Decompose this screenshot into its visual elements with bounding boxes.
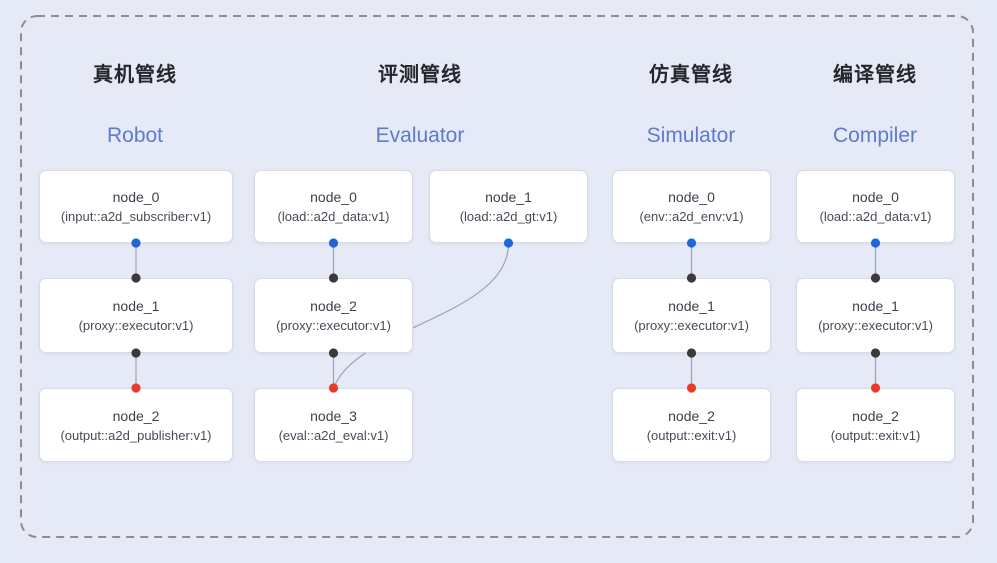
node-compiler-node_0: node_0 (load::a2d_data:v1) xyxy=(796,170,955,243)
pipeline-title-en: Compiler xyxy=(832,124,918,147)
dashed-frame-border xyxy=(20,15,974,538)
header-robot: 真机管线 Robot xyxy=(25,62,245,150)
node-type: (output::exit:v1) xyxy=(646,427,737,443)
node-type: (proxy::executor:v1) xyxy=(276,318,391,333)
pipeline-title-en: Simulator xyxy=(646,124,736,147)
node-type: (proxy::executor:v1) xyxy=(634,318,749,333)
node-name: node_0 xyxy=(310,189,357,205)
pipeline-title-en: Evaluator xyxy=(375,124,465,147)
node-name: node_0 xyxy=(112,189,160,205)
node-robot-node_1: node_1 (proxy::executor:v1) xyxy=(39,278,233,353)
node-name: node_2 xyxy=(668,407,715,424)
node-robot-node_2: node_2 (output::a2d_publisher:v1) xyxy=(39,388,233,462)
node-type: (env::a2d_env:v1) xyxy=(639,209,744,224)
node-name: node_0 xyxy=(668,189,715,205)
node-type: (input::a2d_subscriber:v1) xyxy=(60,209,212,224)
pipeline-title-zh: 仿真管线 xyxy=(649,64,733,86)
node-type: (eval::a2d_eval:v1) xyxy=(278,427,389,443)
node-simulator-node_1: node_1 (proxy::executor:v1) xyxy=(612,278,771,353)
header-compiler: 编译管线 Compiler xyxy=(765,62,985,150)
pipeline-title-en: Robot xyxy=(106,124,164,147)
node-compiler-node_2: node_2 (output::exit:v1) xyxy=(796,388,955,462)
node-compiler-node_1: node_1 (proxy::executor:v1) xyxy=(796,278,955,353)
node-evaluator-node_0: node_0 (load::a2d_data:v1) xyxy=(254,170,413,243)
node-type: (load::a2d_data:v1) xyxy=(277,209,390,224)
pipeline-title-zh: 评测管线 xyxy=(378,64,462,86)
header-evaluator: 评测管线 Evaluator xyxy=(310,62,530,150)
node-simulator-node_2: node_2 (output::exit:v1) xyxy=(612,388,771,462)
node-name: node_0 xyxy=(852,189,899,205)
node-simulator-node_0: node_0 (env::a2d_env:v1) xyxy=(612,170,771,243)
node-name: node_1 xyxy=(485,189,532,205)
node-type: (load::a2d_gt:v1) xyxy=(459,209,558,224)
node-type: (output::exit:v1) xyxy=(830,427,921,443)
node-evaluator-node_3: node_3 (eval::a2d_eval:v1) xyxy=(254,388,413,462)
node-type: (proxy::executor:v1) xyxy=(78,318,194,333)
node-name: node_2 xyxy=(112,407,160,424)
node-type: (load::a2d_data:v1) xyxy=(819,209,932,224)
node-name: node_2 xyxy=(852,407,899,424)
header-simulator: 仿真管线 Simulator xyxy=(581,62,801,150)
node-type: (proxy::executor:v1) xyxy=(818,318,933,333)
node-evaluator-node_1: node_1 (load::a2d_gt:v1) xyxy=(429,170,588,243)
node-name: node_1 xyxy=(852,298,899,314)
node-name: node_2 xyxy=(310,298,357,314)
pipeline-title-zh: 真机管线 xyxy=(93,64,177,86)
node-name: node_1 xyxy=(668,298,715,314)
node-name: node_3 xyxy=(310,407,357,424)
edge-evaluator-n1-n3 xyxy=(334,243,510,386)
node-name: node_1 xyxy=(112,298,160,314)
node-type: (output::a2d_publisher:v1) xyxy=(60,427,212,443)
node-evaluator-node_2: node_2 (proxy::executor:v1) xyxy=(254,278,413,353)
node-robot-node_0: node_0 (input::a2d_subscriber:v1) xyxy=(39,170,233,243)
pipeline-title-zh: 编译管线 xyxy=(833,64,917,86)
